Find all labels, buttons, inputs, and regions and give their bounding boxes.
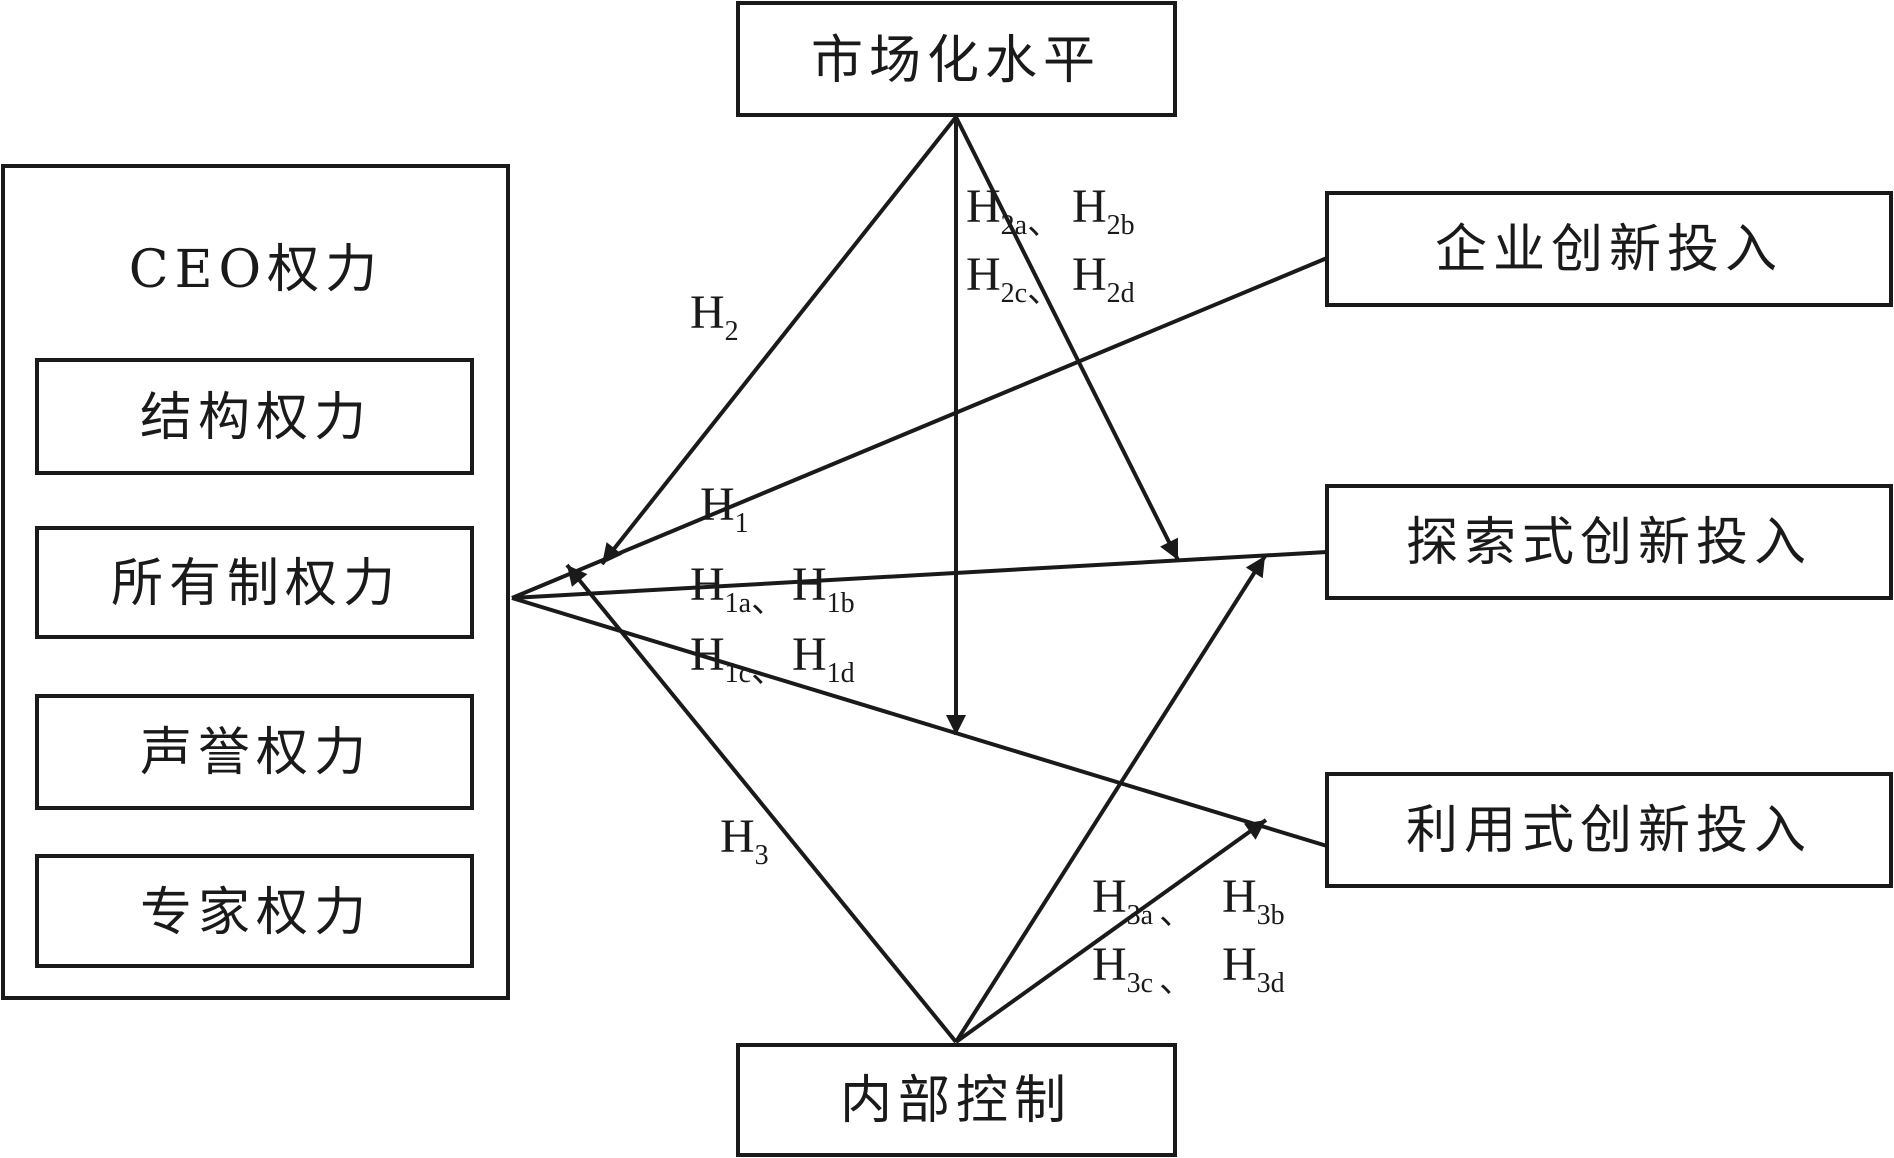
market-label: 市场化水平 xyxy=(811,31,1101,91)
internal-control-label: 内部控制 xyxy=(840,1071,1072,1131)
hypothesis-h2: H2 xyxy=(690,286,739,347)
edge-internal-exploratory-arrow xyxy=(954,554,1267,1044)
hypothesis-h2a: H2a、 xyxy=(966,180,1061,243)
exploratory-label: 探索式创新投入 xyxy=(1406,513,1812,573)
hypothesis-h1: H1 xyxy=(700,478,749,539)
expert-power-box xyxy=(35,854,474,968)
prestige-power-box xyxy=(35,694,474,810)
edge-ceo-exploratory xyxy=(511,550,1328,600)
hypothesis-h1a: H1a、 xyxy=(690,558,785,621)
exploitative-label: 利用式创新投入 xyxy=(1406,801,1812,861)
edge-internal-exploitative-arrow xyxy=(954,818,1268,1044)
hypothesis-h3b: H3b xyxy=(1222,870,1285,931)
hypothesis-h3c: H3c、 xyxy=(1092,938,1193,1001)
hypothesis-h1d: H1d xyxy=(792,628,855,689)
hypothesis-h3d: H3d xyxy=(1222,938,1285,999)
innovation-box xyxy=(1325,191,1893,307)
expert-power-label: 专家权力 xyxy=(140,883,372,943)
edge-market-ceo-arrow xyxy=(600,115,958,566)
exploitative-box xyxy=(1325,772,1893,888)
hypothesis-h2b: H2b xyxy=(1072,180,1135,241)
edge-internal-ceo-arrow xyxy=(565,563,958,1044)
hypothesis-h3a: H3a、 xyxy=(1092,870,1193,933)
ceo-power-label: CEO权力 xyxy=(129,240,383,300)
exploratory-box xyxy=(1325,484,1893,600)
internal-control-box xyxy=(736,1043,1177,1157)
ownership-power-label: 所有制权力 xyxy=(111,554,401,614)
hypothesis-h2c: H2c、 xyxy=(966,248,1061,311)
ownership-power-box xyxy=(35,526,474,639)
hypothesis-h1b: H1b xyxy=(792,558,855,619)
edge-ceo-exploitative xyxy=(511,596,1328,848)
market-box xyxy=(736,1,1177,117)
structural-power-box xyxy=(35,358,474,475)
hypothesis-h1c: H1c、 xyxy=(690,628,785,691)
edge-market-exploratory-arrow xyxy=(954,116,1180,561)
hypothesis-h3: H3 xyxy=(720,810,769,871)
prestige-power-label: 声誉权力 xyxy=(140,723,372,783)
edge-ceo-innovation xyxy=(511,256,1328,600)
structural-power-label: 结构权力 xyxy=(140,388,372,448)
innovation-label: 企业创新投入 xyxy=(1435,220,1783,280)
hypothesis-h2d: H2d xyxy=(1072,248,1135,309)
